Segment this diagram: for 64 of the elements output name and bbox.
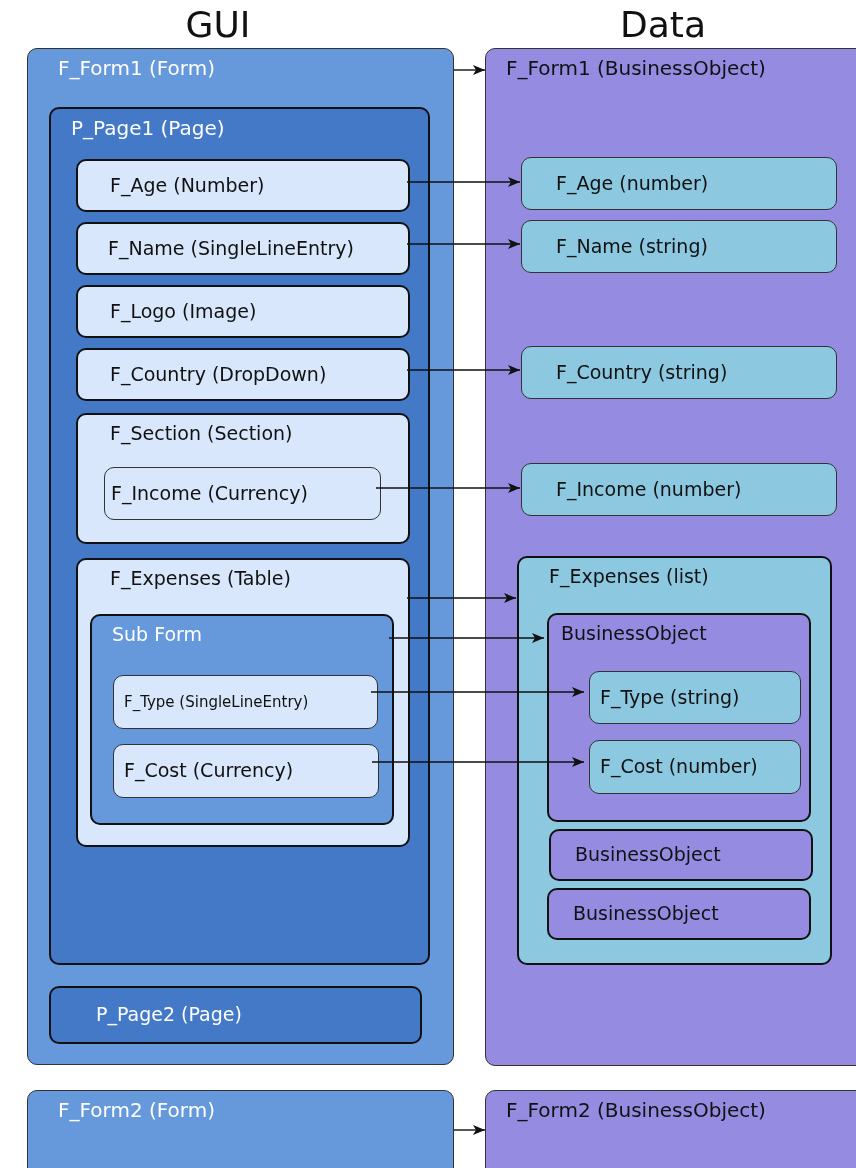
node-label: F_Country (DropDown) (110, 362, 327, 387)
node-label: P_Page2 (Page) (96, 1003, 242, 1027)
node-box (547, 613, 811, 822)
arrow (388, 633, 545, 643)
node-box (547, 888, 811, 940)
arrow (406, 365, 521, 375)
node-label: BusinessObject (575, 843, 721, 867)
node-box (521, 157, 837, 210)
arrow (453, 1125, 486, 1135)
node-label: F_Form2 (BusinessObject) (506, 1098, 766, 1123)
node-label: BusinessObject (561, 622, 707, 646)
node-label: F_Form1 (BusinessObject) (506, 56, 766, 81)
node-box (485, 1090, 856, 1168)
node-label: F_Age (number) (556, 171, 709, 196)
node-box (76, 285, 410, 338)
node-box (549, 829, 813, 881)
node-label: F_Expenses (Table) (110, 567, 291, 591)
node-label: BusinessObject (573, 902, 719, 926)
node-label: F_Form2 (Form) (58, 1098, 215, 1123)
node-label: F_Name (string) (556, 234, 708, 259)
arrow (406, 593, 517, 603)
arrow (406, 177, 521, 187)
node-box (49, 986, 422, 1044)
node-box (485, 48, 856, 1066)
node-box (90, 614, 394, 825)
node-label: Sub Form (112, 623, 203, 647)
column-heading: Data (620, 3, 706, 47)
node-box (521, 463, 837, 516)
node-label: F_Section (Section) (110, 422, 293, 446)
node-box (76, 222, 410, 275)
arrow (371, 757, 585, 767)
node-box (517, 556, 832, 965)
node-label: F_Expenses (list) (549, 565, 709, 589)
node-label: F_Income (number) (556, 477, 742, 502)
node-label: F_Form1 (Form) (58, 56, 215, 81)
node-label: F_Country (string) (556, 360, 728, 385)
node-box (113, 675, 378, 729)
node-label: F_Type (string) (600, 685, 740, 710)
node-label: F_Logo (Image) (110, 299, 257, 324)
node-box (76, 348, 410, 401)
node-box (521, 220, 837, 273)
node-label: F_Cost (Currency) (124, 759, 294, 783)
node-box (76, 159, 410, 212)
node-box (76, 413, 410, 544)
node-label: P_Page1 (Page) (71, 116, 225, 141)
arrow (370, 687, 585, 697)
node-box (104, 467, 381, 520)
node-label: F_Income (Currency) (111, 481, 308, 506)
node-box (49, 107, 430, 965)
node-label: F_Cost (number) (600, 755, 758, 779)
column-heading: GUI (185, 3, 251, 47)
node-label: F_Age (Number) (110, 173, 265, 198)
node-box (76, 558, 410, 847)
node-box (27, 1090, 454, 1168)
arrow (406, 239, 521, 249)
arrow (453, 65, 486, 75)
node-box (521, 346, 837, 399)
node-label: F_Type (SingleLineEntry) (124, 692, 309, 712)
node-label: F_Name (SingleLineEntry) (108, 236, 354, 261)
node-box (113, 744, 379, 798)
node-box (589, 671, 801, 724)
arrow (375, 483, 521, 493)
node-box (27, 48, 454, 1065)
node-box (589, 740, 801, 794)
